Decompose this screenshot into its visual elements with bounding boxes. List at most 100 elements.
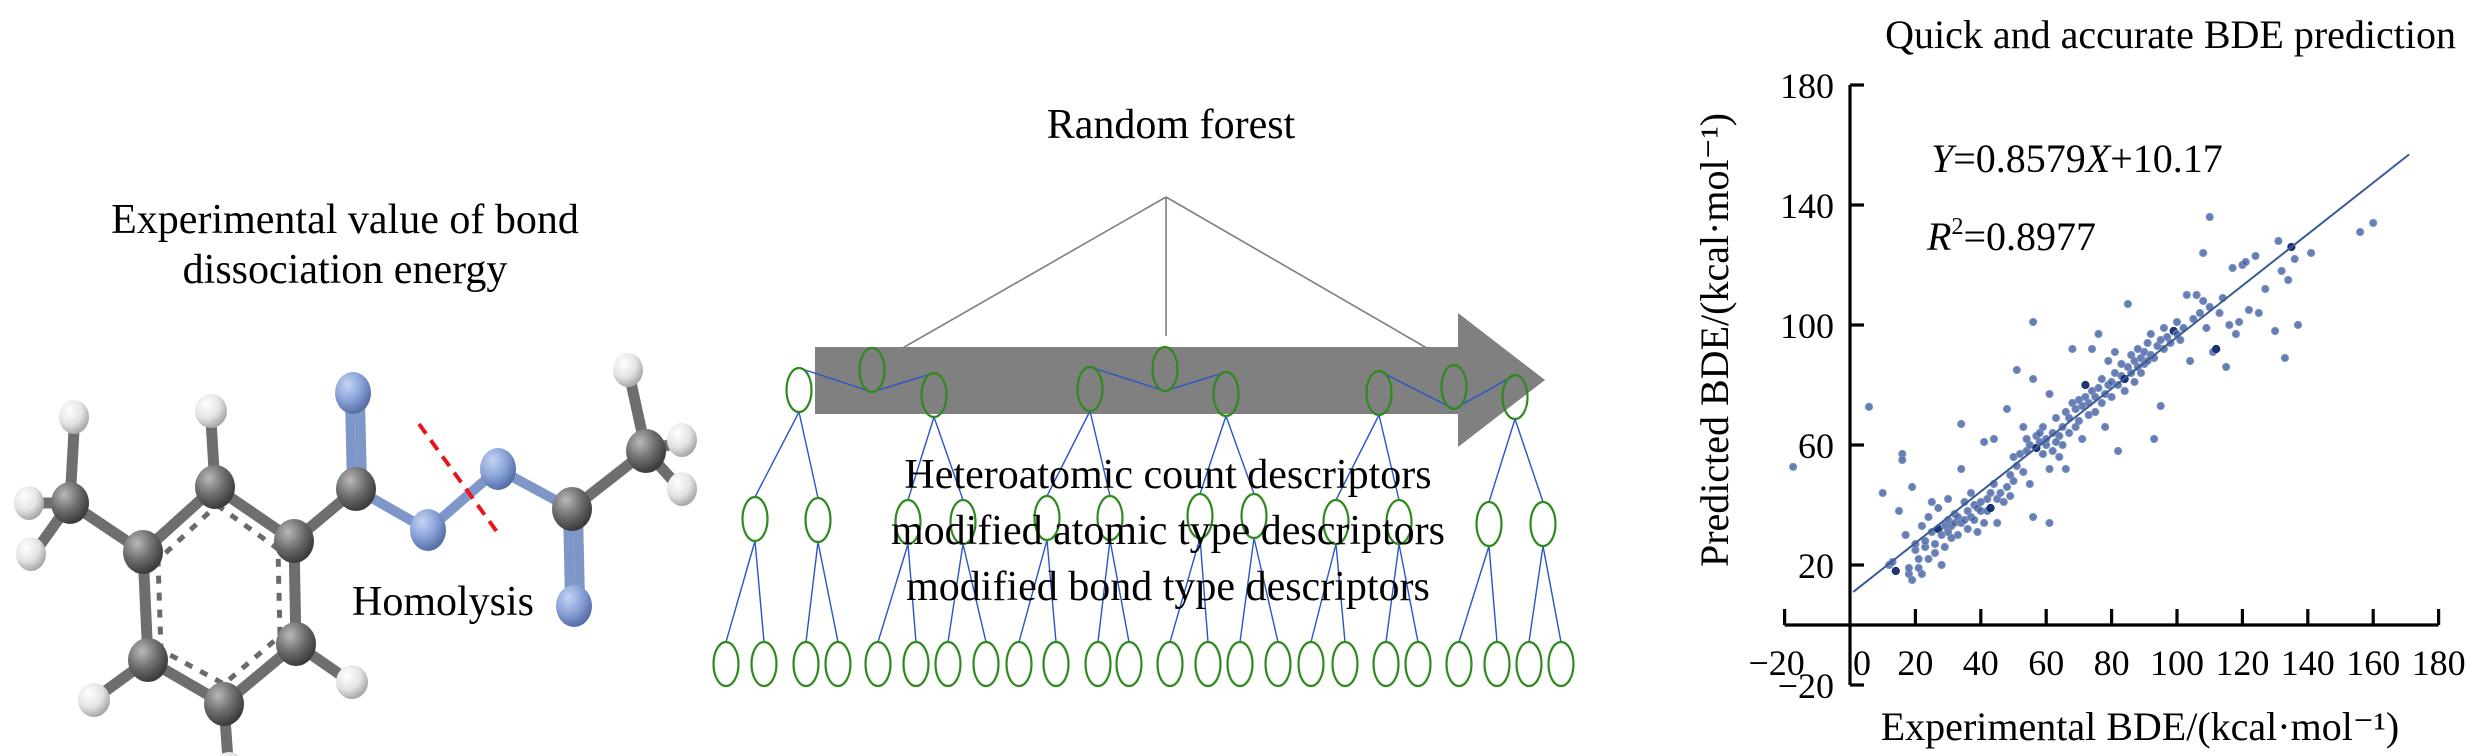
tree-node-level-1: [1365, 369, 1393, 417]
tree-edge: [1398, 543, 1419, 643]
tree-edge: [1239, 537, 1255, 643]
scatter-point: [1960, 515, 1969, 525]
scatter-point: [1937, 560, 1946, 570]
tree-edge: [1169, 537, 1201, 643]
scatter-point: [2009, 452, 2018, 462]
scatter-point: [2212, 344, 2221, 354]
tree-edge: [1335, 414, 1380, 501]
x-tick-label: 80: [2094, 643, 2130, 683]
tree-edge: [1458, 545, 1490, 643]
scatter-point: [2215, 308, 2224, 318]
scatter-point: [2107, 392, 2116, 402]
nitrogen-oxygen-atoms: [335, 372, 592, 627]
r-squared: R2=0.8977: [1926, 214, 2096, 259]
left-panel: Experimental value of bond dissociation …: [14, 197, 697, 756]
tree-node-level-2: [741, 495, 769, 543]
scatter-point: [2094, 383, 2103, 393]
scatter-point: [1970, 515, 1979, 525]
y-tick-label: 20: [1798, 546, 1834, 586]
scatter-point: [2071, 404, 2080, 414]
tree-edge: [1046, 410, 1091, 497]
scatter-point: [2087, 344, 2097, 354]
x-tick-label: 100: [2150, 643, 2204, 683]
scatter-point: [2061, 464, 2070, 474]
tree-node-level-1: [1501, 373, 1529, 421]
tree-edge: [1097, 539, 1111, 643]
tree-edge: [817, 541, 839, 643]
scatter-point: [2307, 248, 2316, 258]
scatter-point: [2065, 428, 2074, 438]
scatter-point: [2225, 320, 2234, 330]
scatter-point: [2159, 323, 2168, 333]
scatter-point: [1937, 530, 1946, 540]
scatter-point: [1953, 530, 1963, 540]
scatter-point: [1908, 575, 1917, 585]
eq-intercept: +10.17: [2110, 136, 2223, 181]
tree-edge: [1225, 415, 1255, 495]
scatter-point: [2078, 434, 2087, 444]
scatter-point: [2277, 266, 2286, 276]
scatter-point: [2019, 422, 2028, 432]
homolysis-cut-line: [417, 422, 502, 538]
scatter-point: [1944, 494, 1953, 504]
scatter-point: [1914, 554, 1923, 564]
scatter-point: [2136, 368, 2146, 378]
tree-edge: [1378, 370, 1455, 410]
scatter-point: [2241, 257, 2250, 267]
tree-leaf-node: [1547, 640, 1575, 688]
random-forest-title: Random forest: [1047, 102, 1296, 148]
tree-leaf-node: [1331, 640, 1359, 688]
tree-edge: [962, 543, 987, 643]
scatter-point: [2029, 512, 2038, 522]
tree-edge: [1046, 539, 1057, 643]
descriptor-line-2: modified atomic type descriptors: [891, 508, 1445, 554]
x-tick-label: −20: [1748, 643, 1804, 683]
scatter-point: [1957, 419, 1966, 429]
tree-edge: [933, 416, 964, 501]
x-tick-label: 180: [2412, 643, 2466, 683]
scatter-point: [2045, 518, 2054, 528]
tree-edge: [1253, 537, 1279, 643]
scatter-point: [2029, 374, 2038, 384]
scatter-point: [1947, 533, 1956, 543]
scatter-point: [2150, 434, 2159, 444]
scatter-point: [2015, 449, 2025, 459]
tree-edge: [871, 372, 935, 393]
scatter-point: [2156, 401, 2165, 411]
tree-leaf-node: [1445, 640, 1473, 688]
scatter-point: [2025, 479, 2034, 489]
scatter-point: [1940, 542, 1949, 552]
chart-points: [1789, 212, 2378, 585]
scatter-point: [1901, 530, 1910, 540]
tree-edge: [1542, 545, 1562, 643]
tree-node-level-2: [894, 498, 922, 546]
scatter-point: [1973, 527, 1982, 537]
tree-edge: [1018, 539, 1048, 643]
scatter-point: [2244, 305, 2253, 315]
tree-root-node: [1440, 363, 1468, 411]
scatter-point: [2104, 356, 2113, 366]
scatter-point: [2182, 290, 2191, 300]
tree-edge: [1109, 539, 1130, 643]
scatter-point: [1966, 488, 1976, 498]
scatter-point: [2045, 389, 2054, 399]
left-title-line2: dissociation energy: [183, 247, 508, 293]
tree-node-level-2: [1475, 500, 1503, 548]
scatter-point: [2133, 344, 2142, 354]
tree-leaf-node: [712, 640, 740, 688]
x-tick-label: 120: [2215, 643, 2269, 683]
scatter-point: [2084, 410, 2093, 420]
scatter-point: [2117, 359, 2126, 369]
scatter-point: [1934, 503, 1943, 513]
scatter-point: [1924, 512, 1933, 522]
tree-edge: [1164, 371, 1227, 392]
scatter-point: [2058, 440, 2067, 450]
scatter-point: [2009, 476, 2018, 486]
scatter-point: [2097, 374, 2106, 384]
tree-leaf-node: [1115, 640, 1143, 688]
scatter-point: [2101, 422, 2110, 432]
scatter-point: [2045, 464, 2054, 474]
scatter-point: [2051, 413, 2061, 423]
scatter-point: [1993, 518, 2002, 528]
